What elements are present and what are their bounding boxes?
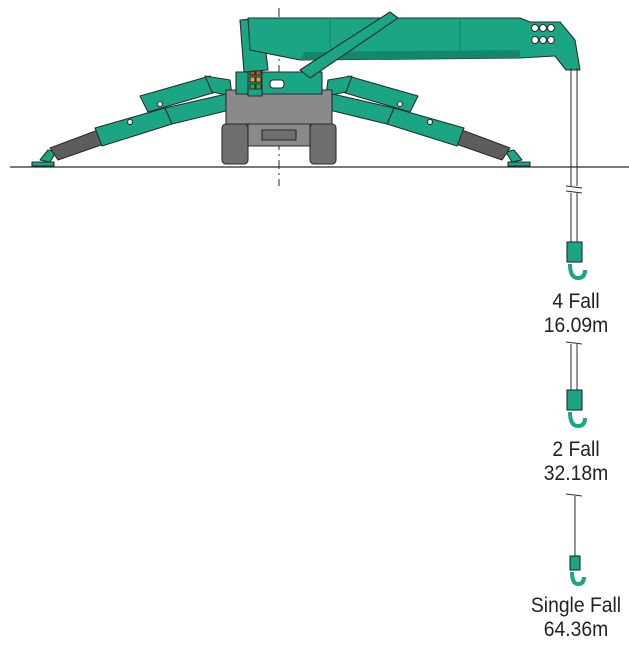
hook-block-single-fall	[569, 555, 586, 587]
hook-block-2-fall	[566, 389, 587, 429]
hoist-rope-2-fall	[565, 341, 583, 392]
boom	[247, 17, 581, 71]
falls-label-4: 4 Fall	[552, 290, 600, 313]
height-label-2: 32.18m	[543, 462, 609, 485]
crane-machine	[31, 11, 581, 167]
right-outrigger	[320, 75, 531, 167]
warning-light-amber	[249, 76, 256, 83]
height-label-single: 64.36m	[543, 618, 609, 641]
falls-label-2: 2 Fall	[552, 438, 600, 461]
warning-light-green	[249, 83, 256, 90]
boom-cylinder	[299, 11, 399, 79]
undercarriage	[221, 117, 337, 165]
hoist-rope-4-fall	[565, 68, 583, 244]
left-outrigger	[31, 75, 239, 167]
hook-block-4-fall	[566, 241, 587, 281]
hoist-rope-single-fall	[565, 493, 583, 556]
falls-label-single: Single Fall	[530, 594, 622, 617]
turret	[225, 65, 333, 125]
height-label-4: 16.09m	[543, 314, 609, 337]
boom-head-sheaves	[530, 23, 556, 45]
